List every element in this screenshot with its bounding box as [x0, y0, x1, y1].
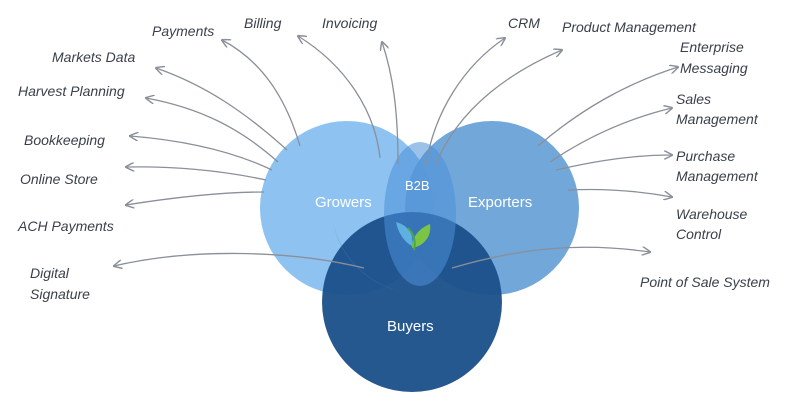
arrow-invoicing [382, 42, 399, 165]
sales-management-label: Sales Management [676, 91, 759, 127]
leaf-logo-icon [396, 222, 431, 251]
growers-label: Growers [315, 194, 372, 211]
buyers-circle [322, 212, 502, 392]
arrow-payments [222, 40, 301, 147]
arrows [114, 36, 678, 268]
arrow-billing [298, 36, 381, 159]
arrow-digital-signature [114, 252, 365, 268]
crm-label: CRM [508, 15, 540, 31]
product-management-label: Product Management [562, 19, 697, 35]
arrow-crm [425, 38, 505, 165]
arrow-warehouse-control [567, 188, 672, 197]
arrow-purchase-management [555, 155, 672, 171]
purchase-management-label: Purchase Management [676, 148, 759, 184]
invoicing-label: Invoicing [322, 15, 377, 31]
exporters-label: Exporters [468, 194, 532, 211]
enterprise-messaging-label: Enterprise Messaging [680, 39, 748, 76]
point-of-sale-label: Point of Sale System [640, 274, 770, 290]
billing-label: Billing [244, 15, 282, 31]
arrow-bookkeeping [130, 136, 273, 171]
arrow-sales-management [549, 108, 672, 163]
arrow-point-of-sale [451, 247, 650, 269]
harvest-planning-label: Harvest Planning [18, 83, 125, 99]
warehouse-control-label: Warehouse Control [676, 206, 751, 242]
b2b-center-region [384, 142, 456, 286]
arrow-harvest-planning [146, 98, 279, 163]
payments-label: Payments [152, 23, 214, 39]
arrow-online-store [126, 167, 267, 181]
digital-signature-label: Digital Signature [30, 265, 90, 302]
ach-payments-label: ACH Payments [17, 218, 114, 234]
b2b-label: B2B [405, 178, 430, 193]
buyers-label: Buyers [387, 318, 434, 335]
arrow-enterprise-messaging [537, 67, 678, 147]
arrow-product-management [435, 50, 562, 165]
bookkeeping-label: Bookkeeping [24, 132, 105, 148]
arrow-ach-payments [126, 191, 265, 205]
markets-data-label: Markets Data [52, 49, 135, 65]
arrow-markets-data [156, 68, 288, 151]
online-store-label: Online Store [20, 171, 98, 187]
